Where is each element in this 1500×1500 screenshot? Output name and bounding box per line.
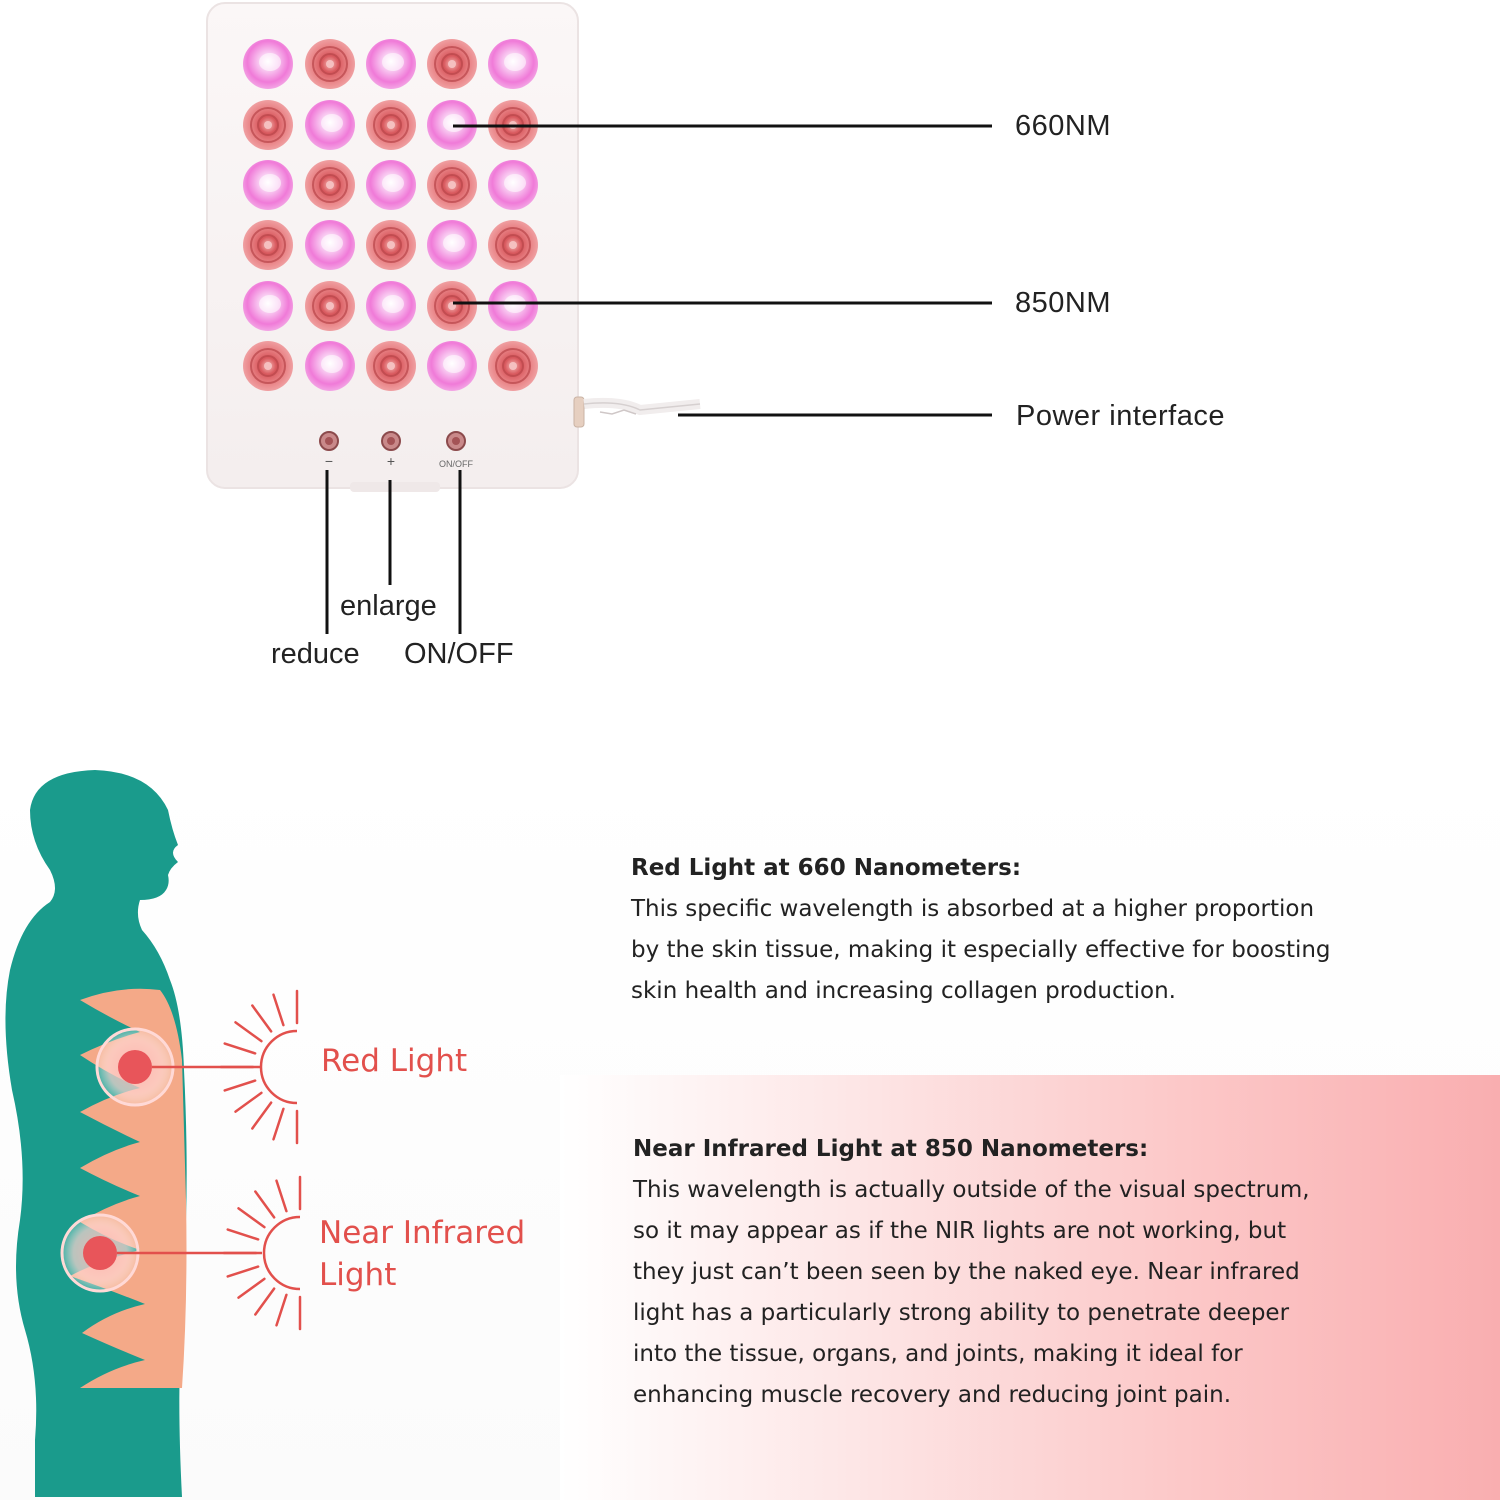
led-660nm — [243, 160, 293, 210]
callout-850nm: 850NM — [1015, 287, 1111, 319]
led-660nm — [427, 341, 477, 391]
red-light-description-line: skin health and increasing collagen prod… — [631, 978, 1176, 1004]
red-light-description: Red Light at 660 Nanometers: This specif… — [631, 855, 1471, 1012]
led-850nm — [488, 220, 538, 270]
body-diagram — [5, 770, 302, 1497]
led-660nm — [243, 39, 293, 89]
red-light-label: Red Light — [321, 1043, 468, 1079]
onoff-button[interactable]: ON/OFF — [439, 431, 473, 469]
red-light-description-line: This specific wavelength is absorbed at … — [631, 896, 1315, 922]
nir-light-description-line: they just can’t been seen by the naked e… — [633, 1259, 1300, 1285]
nir-light-description-line: light has a particularly strong ability … — [633, 1300, 1290, 1326]
label-enlarge: enlarge — [340, 590, 437, 622]
led-660nm — [427, 220, 477, 270]
led-850nm — [427, 39, 477, 89]
led-660nm — [305, 100, 355, 150]
led-660nm — [366, 281, 416, 331]
label-onoff: ON/OFF — [404, 638, 514, 670]
nir-light-dot — [83, 1236, 117, 1270]
nir-light-description-line: This wavelength is actually outside of t… — [633, 1177, 1310, 1203]
led-660nm — [243, 281, 293, 331]
nir-light-description-line: into the tissue, organs, and joints, mak… — [633, 1341, 1243, 1367]
label-reduce: reduce — [271, 638, 360, 670]
led-850nm — [366, 220, 416, 270]
led-660nm — [366, 160, 416, 210]
reduce-button[interactable]: − — [319, 431, 339, 469]
led-850nm — [366, 100, 416, 150]
led-850nm — [305, 39, 355, 89]
led-850nm — [243, 341, 293, 391]
nir-light-label-line2: Light — [319, 1257, 397, 1293]
onoff-button-mark: ON/OFF — [439, 459, 473, 469]
nir-section-background — [560, 1075, 1500, 1500]
red-light-description-line: by the skin tissue, making it especially… — [631, 937, 1331, 963]
callout-660nm: 660NM — [1015, 110, 1111, 142]
nir-light-label: Near Infrared Light — [319, 1212, 525, 1296]
nir-light-description-line: enhancing muscle recovery and reducing j… — [633, 1382, 1232, 1408]
nir-light-description-title: Near Infrared Light at 850 Nanometers: — [633, 1136, 1149, 1162]
power-cable — [573, 396, 701, 428]
led-660nm — [488, 39, 538, 89]
nir-light-description: Near Infrared Light at 850 Nanometers: T… — [633, 1136, 1473, 1416]
led-850nm — [488, 341, 538, 391]
led-660nm — [305, 341, 355, 391]
nir-light-label-line1: Near Infrared — [319, 1215, 526, 1251]
nir-light-sun-icon — [222, 1175, 302, 1331]
red-light-sun-icon — [219, 989, 299, 1145]
led-850nm — [305, 160, 355, 210]
led-660nm — [488, 160, 538, 210]
led-850nm — [305, 281, 355, 331]
red-light-description-title: Red Light at 660 Nanometers: — [631, 855, 1022, 881]
enlarge-button-mark: + — [387, 453, 395, 469]
red-light-dot — [118, 1050, 152, 1084]
led-850nm — [243, 100, 293, 150]
led-850nm — [427, 160, 477, 210]
callout-power-interface: Power interface — [1016, 400, 1225, 432]
reduce-button-mark: − — [325, 453, 333, 469]
led-850nm — [243, 220, 293, 270]
led-850nm — [366, 341, 416, 391]
led-660nm — [305, 220, 355, 270]
enlarge-button[interactable]: + — [381, 431, 401, 469]
led-660nm — [488, 281, 538, 331]
nir-light-description-line: so it may appear as if the NIR lights ar… — [633, 1218, 1287, 1244]
device-illustration: − + ON/OFF — [206, 2, 992, 634]
led-660nm — [366, 39, 416, 89]
led-850nm — [427, 281, 477, 331]
led-grid — [243, 39, 538, 391]
